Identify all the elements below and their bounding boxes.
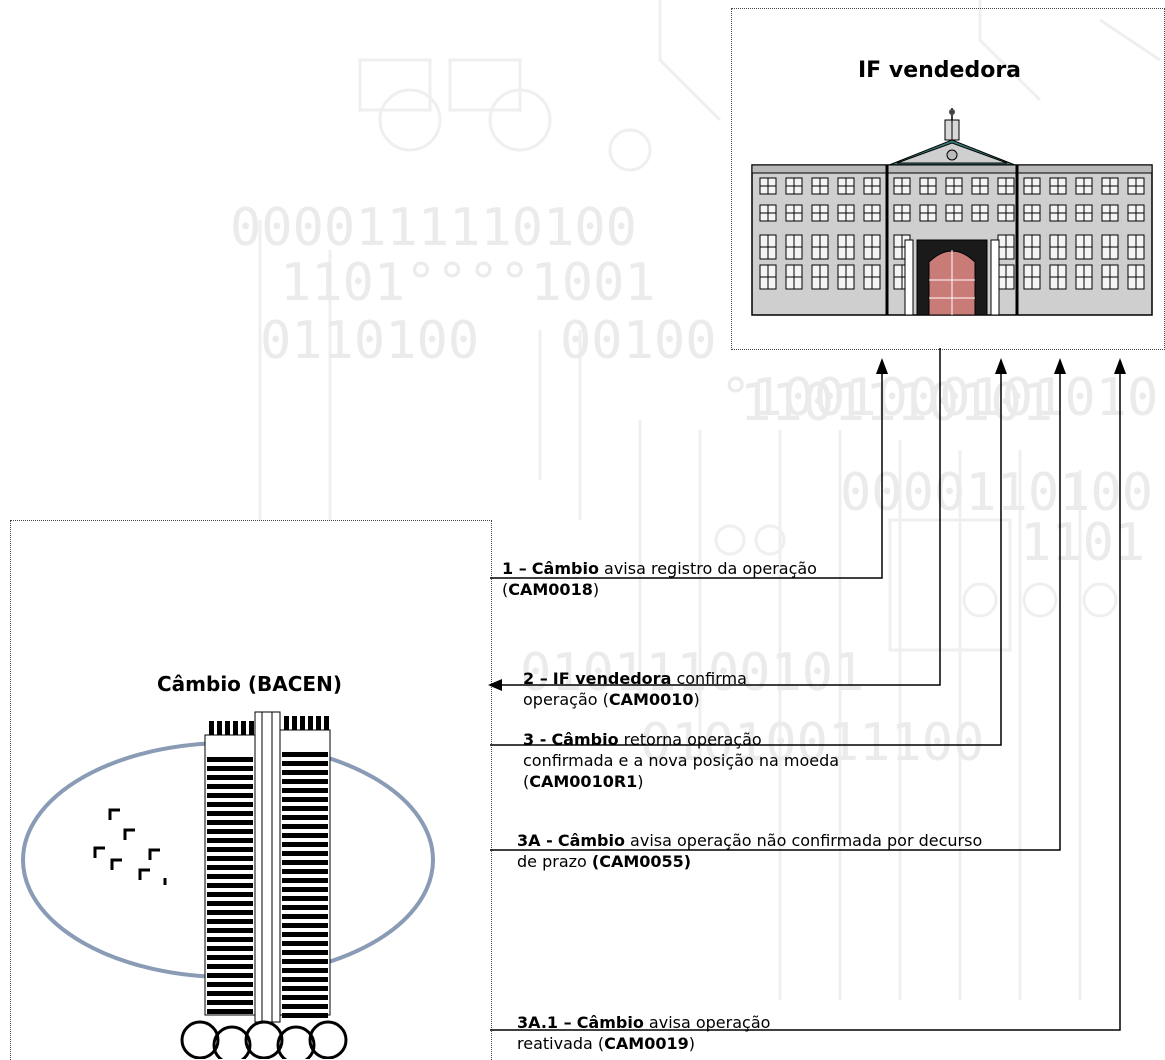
message-1-tail: ) <box>592 580 600 599</box>
message-2-label: 2 – IF vendedora confirma operação (CAM0… <box>523 668 813 710</box>
message-3a-step: 3A - <box>517 831 553 850</box>
message-1-label: 1 – Câmbio avisa registro da operação (C… <box>502 558 902 600</box>
tower-core <box>254 711 281 1023</box>
arrowhead-3a <box>1054 358 1066 374</box>
connector-2 <box>498 348 941 686</box>
bacen-node-box <box>10 520 492 1060</box>
message-3-step: 3 - <box>523 730 547 749</box>
arrowhead-3a1 <box>1114 358 1126 374</box>
message-3a1-code: CAM0019 <box>604 1034 689 1053</box>
message-2-text: confirma operação ( <box>523 669 747 709</box>
background-binary-text: °1001000101010 <box>720 368 1158 428</box>
message-3a-label: 3A - Câmbio avisa operação não confirmad… <box>517 830 997 872</box>
message-3a1-label: 3A.1 – Câmbio avisa operação reativada (… <box>517 1012 837 1054</box>
connector-3 <box>490 372 1002 746</box>
message-3-tail: ) <box>637 772 644 791</box>
message-3-label: 3 - Câmbio retorna operação confirmada e… <box>523 729 843 792</box>
message-1-text: avisa registro da operação ( <box>502 559 817 599</box>
bank-building-icon <box>751 108 1153 316</box>
message-2-code: CAM0010 <box>608 690 694 709</box>
message-3-actor: Câmbio <box>551 730 619 749</box>
background-binary-text: 1101 <box>1020 513 1145 573</box>
arrowhead-2 <box>488 679 502 691</box>
message-3a1-actor: Câmbio <box>576 1013 644 1032</box>
connector-3a1 <box>490 372 1121 1031</box>
message-2-step: 2 – <box>523 669 548 688</box>
flow-arrowheads <box>488 358 1126 691</box>
seller-node-title: IF vendedora <box>858 58 1022 83</box>
message-3a-actor: Câmbio <box>557 831 625 850</box>
message-2-tail: ) <box>693 690 700 709</box>
flow-connectors <box>490 348 1121 1031</box>
message-3a1-tail: ) <box>688 1034 695 1053</box>
connector-3a <box>490 372 1061 851</box>
background-binary-text: 0110100 <box>260 311 479 371</box>
message-3-code: CAM0010R1 <box>529 772 638 791</box>
message-3a-text: avisa operação não confirmada por decurs… <box>517 831 983 871</box>
bacen-tower-logo-icon <box>21 711 435 1059</box>
background-binary-text: 1101°°°°1001 <box>280 253 656 313</box>
arrowhead-3 <box>995 358 1007 374</box>
background-binary-text: 0000110100 <box>840 463 1153 523</box>
message-1-step: 1 – <box>502 559 527 578</box>
background-binary-text: 00100 <box>560 311 717 371</box>
message-1-code: CAM0018 <box>508 580 593 599</box>
background-binary-text: 0000111110100 <box>230 198 637 258</box>
message-3a1-step: 3A.1 – <box>517 1013 572 1032</box>
message-3-text: retorna operação confirmada e a nova pos… <box>523 730 840 791</box>
connector-1 <box>490 372 883 579</box>
bacen-node-title: Câmbio (BACEN) <box>157 672 342 696</box>
message-2-actor: IF vendedora <box>552 669 672 688</box>
message-1-actor: Câmbio <box>531 559 599 578</box>
arrowhead-1 <box>876 358 888 374</box>
background-binary-text: 01011100101 <box>520 643 864 703</box>
message-3a1-text: avisa operação reativada ( <box>517 1013 771 1053</box>
message-3a-code: (CAM0055) <box>591 852 692 871</box>
background-binary-text: 01010011100 <box>640 713 984 773</box>
